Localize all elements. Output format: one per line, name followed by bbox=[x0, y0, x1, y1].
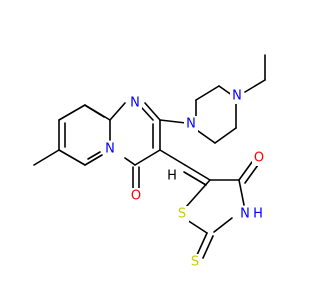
bond-c5-n-inner bbox=[87, 151, 101, 160]
atom-s-ring: S bbox=[178, 207, 186, 222]
bond-methyl bbox=[33, 149, 60, 166]
bond-c2-n1 bbox=[144, 102, 161, 121]
atom-n-thiazolidinone: N bbox=[240, 207, 250, 222]
atom-labels: N N N N O O S N H S H bbox=[103, 88, 266, 270]
atom-n-piperazine-bottom: N bbox=[186, 117, 196, 132]
bond-c2-n1-inner bbox=[141, 107, 154, 121]
bond-t-c2-s1 bbox=[186, 219, 208, 234]
bond-t-co-2 bbox=[244, 164, 259, 184]
bond-n1-c8a bbox=[109, 102, 126, 121]
atom-n-piperazine-top: N bbox=[232, 89, 242, 104]
atom-h-on-n: H bbox=[253, 207, 263, 222]
bond-ethyl-ch2 bbox=[244, 79, 266, 93]
bond-c6-c5 bbox=[58, 149, 86, 166]
bond-t-c4-n3 bbox=[238, 179, 245, 206]
bond-t-cs bbox=[196, 232, 208, 256]
atom-s-thione: S bbox=[191, 255, 199, 270]
atom-o-thiazolidinone: O bbox=[254, 151, 264, 166]
bond-ch-c5t-2 bbox=[183, 171, 207, 186]
bond-lines bbox=[33, 54, 266, 259]
stereo-h-label: H bbox=[167, 169, 177, 184]
atom-n-bridgehead: N bbox=[105, 142, 115, 157]
bond-c5-n bbox=[84, 154, 103, 166]
bond-t-s1-c5 bbox=[185, 179, 211, 208]
bond-c3-c4 bbox=[134, 149, 161, 166]
bond-c4-n5 bbox=[124, 157, 136, 166]
atom-o-ketone: O bbox=[131, 189, 141, 204]
atom-n-pyrimidine: N bbox=[130, 96, 140, 111]
bond-t-co bbox=[238, 161, 253, 181]
bond-t-n3-c2 bbox=[213, 217, 233, 233]
bond-c3-ch bbox=[159, 149, 186, 166]
bond-ch-c5t bbox=[184, 164, 211, 181]
bond-pip-2 bbox=[195, 85, 220, 101]
molecule-structure: N N N N O O S N H S H bbox=[33, 54, 266, 270]
bond-npip-c2 bbox=[159, 119, 187, 124]
bond-c8-c7 bbox=[58, 104, 86, 121]
bond-c8a-c8-inner bbox=[85, 105, 105, 118]
bond-pip-5 bbox=[214, 127, 237, 144]
bond-t-cs-2 bbox=[202, 235, 214, 259]
